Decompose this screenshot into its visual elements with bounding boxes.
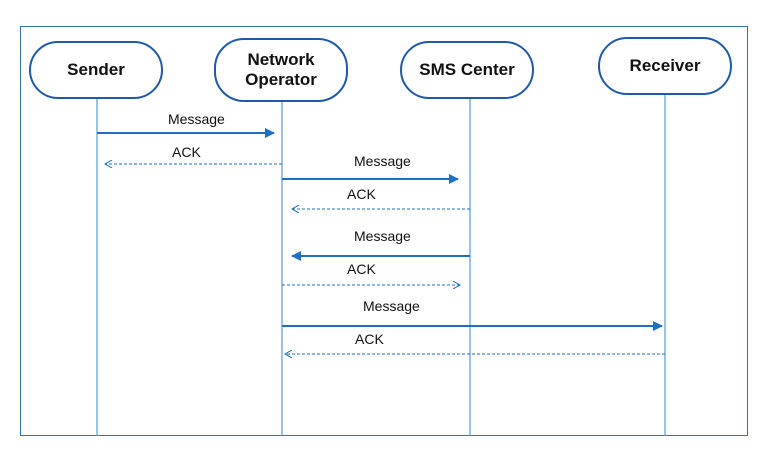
message-label-2: ACK [172,144,201,160]
actor-label: Receiver [629,55,701,75]
message-label-7: Message [363,298,420,314]
diagram-frame [20,26,748,436]
actor-label: SMS Center [419,59,515,79]
actor-sender: Sender [29,41,163,99]
message-label-3: Message [354,153,411,169]
actor-receiver: Receiver [598,37,732,95]
message-label-6: ACK [347,261,376,277]
actor-network-operator: Network Operator [214,38,348,102]
message-label-1: Message [168,111,225,127]
actor-label: Network Operator [245,49,317,89]
message-label-8: ACK [355,331,384,347]
actor-label: Sender [67,59,125,79]
message-label-4: ACK [347,186,376,202]
actor-sms-center: SMS Center [400,41,534,99]
message-label-5: Message [354,228,411,244]
